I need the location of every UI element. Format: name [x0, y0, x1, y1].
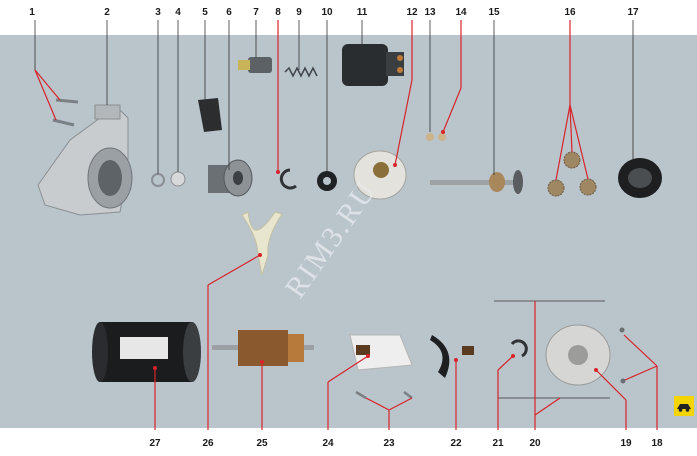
callout-24: 24 — [322, 438, 334, 449]
part-planet-gears — [547, 151, 597, 197]
callouts-top: 1 2 3 4 5 6 7 8 9 10 11 12 13 14 15 16 1… — [29, 7, 639, 18]
callout-9: 9 — [296, 7, 302, 18]
callout-17: 17 — [627, 7, 639, 18]
part-armature — [212, 330, 314, 366]
callout-16: 16 — [564, 7, 576, 18]
part-bolts — [52, 98, 79, 127]
part-ring-gear — [618, 158, 662, 198]
callout-21: 21 — [492, 438, 504, 449]
part-washer-3 — [151, 173, 165, 187]
part-planetary-shaft — [430, 170, 523, 194]
part-nut-4 — [170, 171, 186, 187]
callout-5: 5 — [202, 7, 208, 18]
part-seal-ring — [317, 171, 337, 191]
part-drive-housing — [37, 104, 133, 216]
part-stator-housing — [92, 322, 201, 382]
callout-23: 23 — [383, 438, 395, 449]
callout-7: 7 — [253, 7, 259, 18]
part-return-spring — [284, 66, 318, 78]
callout-25: 25 — [256, 438, 268, 449]
part-brush-screws — [355, 390, 413, 400]
watermark: RIM3.RU — [279, 175, 383, 304]
callout-14: 14 — [455, 7, 467, 18]
callout-26: 26 — [202, 438, 214, 449]
callout-15: 15 — [488, 7, 500, 18]
callout-11: 11 — [357, 7, 368, 18]
callout-22: 22 — [450, 438, 462, 449]
callout-20: 20 — [529, 438, 541, 449]
part-snap-ring — [279, 168, 297, 190]
part-plunger — [238, 57, 272, 73]
part-cover-screws — [619, 327, 626, 384]
callout-12: 12 — [406, 7, 418, 18]
part-brush-plate — [430, 335, 474, 378]
part-lock-ring — [510, 339, 528, 358]
part-shift-fork — [241, 211, 283, 276]
callout-27: 27 — [149, 438, 161, 449]
part-end-cover — [545, 324, 611, 386]
callouts-bottom: 27 26 25 24 23 22 21 20 19 18 — [149, 438, 663, 449]
part-through-bolts — [494, 300, 610, 399]
callout-6: 6 — [226, 7, 232, 18]
callout-18: 18 — [651, 438, 663, 449]
part-solenoid — [342, 44, 404, 86]
part-rubber-pad — [198, 98, 222, 132]
car-icon — [674, 396, 694, 416]
callout-19: 19 — [620, 438, 632, 449]
part-ball-14 — [438, 133, 446, 141]
callout-4: 4 — [175, 7, 181, 18]
part-ball-13 — [426, 133, 434, 141]
callout-1: 1 — [29, 7, 35, 18]
leader-lines — [34, 20, 658, 430]
callout-8: 8 — [275, 7, 281, 18]
callout-2: 2 — [104, 7, 110, 18]
callout-13: 13 — [424, 7, 436, 18]
callout-3: 3 — [155, 7, 161, 18]
callout-10: 10 — [321, 7, 333, 18]
part-brush-holder — [349, 334, 413, 371]
part-gear-plate — [353, 150, 407, 200]
leader-dots — [153, 130, 598, 372]
part-pinion-clutch — [208, 159, 253, 197]
